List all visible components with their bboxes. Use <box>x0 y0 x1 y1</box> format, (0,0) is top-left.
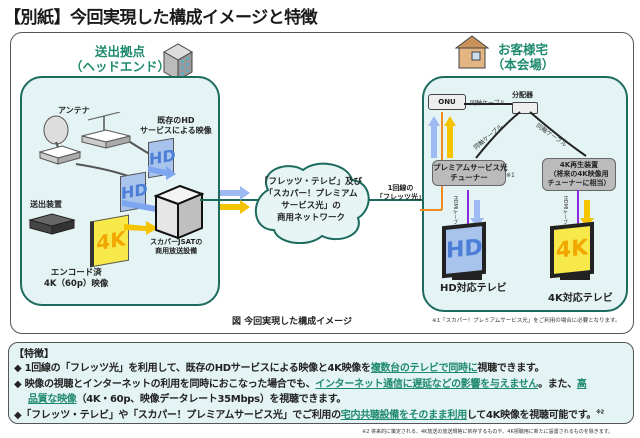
4k-tv-stand <box>560 274 590 280</box>
feature-2: ◆ 映像の視聴とインターネットの利用を同時におこなった場合でも、インターネット通… <box>14 375 587 390</box>
features-box <box>8 342 634 424</box>
footnote-1: ※1「スカパー！プレミアムサービス光」をご利用の場合に必要となります。 <box>432 318 621 324</box>
feature-2-highlight-3: 品質な映像 <box>28 394 77 405</box>
features-heading: 【特徴】 <box>14 349 54 360</box>
hd-flow-arrows <box>122 166 176 216</box>
figure-caption: 図 今回実現した構成イメージ <box>232 317 352 327</box>
4k-tv: 4K <box>550 221 594 279</box>
premium-tuner: プレミアムサービス光 チューナー <box>432 160 508 186</box>
hd-arrow-icon <box>148 166 176 180</box>
sender-label: 送出装置 <box>30 200 62 209</box>
feature-3-text-end: して4K映像を視聴可能です。 <box>466 410 597 421</box>
fletscable-label: 1回線の 「フレッツ光」 <box>376 184 425 202</box>
hd-arrow-icon <box>428 116 440 158</box>
cloud-line2: 「スカパー！プレミアム <box>264 189 358 199</box>
diagram-frame <box>10 32 634 334</box>
feature-1-text: ◆ 1回線の「フレッツ光」を利用して、既存のHDサービスによる映像と4K映像を <box>14 363 371 374</box>
jsat-label-line2: 商用放送設備 <box>155 247 198 255</box>
premium-tuner-line2: チューナー <box>450 173 488 182</box>
home-title: お客様宅 （本会場） <box>488 42 558 72</box>
onu-device: ONU <box>428 94 466 110</box>
hdmi-label-1: HDMIケーブル <box>452 196 458 230</box>
feature-1: ◆ 1回線の「フレッツ光」を利用して、既存のHDサービスによる映像と4K映像を複… <box>14 359 545 374</box>
network-cloud-label: 「フレッツ・テレビ」及び 「スカパー！プレミアム サービス光」の 商用ネットワー… <box>254 176 368 224</box>
note-mark-2: ※2 <box>596 409 604 416</box>
4k-arrow-icon <box>580 200 594 228</box>
uhf-antenna-icon <box>81 112 131 149</box>
cloud-line1: 「フレッツ・テレビ」及び <box>259 177 362 187</box>
jsat-label-line1: スカパーJSATの <box>150 238 203 246</box>
hd-tv: HD <box>442 221 486 279</box>
antenna-label: アンテナ <box>58 106 90 115</box>
coax-cable <box>529 111 587 157</box>
feature-3: ◆「フレッツ・テレビ」や「スカパー！プレミアムサービス光」でご利用の宅内共聴設備… <box>14 406 604 421</box>
premium-tuner-line1: プレミアムサービス光 <box>433 163 508 172</box>
home-wiring <box>420 103 587 211</box>
hd-arrow-icon <box>470 200 484 228</box>
home-title-line2: （本会場） <box>491 57 555 72</box>
feature-3-text: ◆「フレッツ・テレビ」や「スカパー！プレミアムサービス光」でご利用の <box>14 410 341 421</box>
feature-2-highlight: インターネット通信に遅延などの影響を与えません <box>315 379 539 390</box>
hd-source-label-line1: 既存のHD <box>157 116 195 125</box>
headend-title-line2: （ヘッドエンド） <box>70 59 171 74</box>
splitter-device <box>512 102 538 114</box>
hd-source-label-line2: サービスによる映像 <box>140 126 212 135</box>
coax-cable <box>475 111 521 159</box>
feature-2-highlight-2: 高 <box>576 379 587 390</box>
4k-player-line3: チューナーに相当） <box>547 179 611 187</box>
cloud-line3: サービス光」の <box>281 201 341 211</box>
4k-player-line2: （将来の4K映像用 <box>549 170 609 178</box>
feature-1-highlight: 複数台のテレビで同時に <box>370 363 478 374</box>
encoded-4k-label-line1: エンコード済 <box>50 268 102 278</box>
4k-player-line1: 4K再生装置 <box>559 161 599 169</box>
hd-arrow-icon <box>220 186 250 200</box>
headend-title: 送出拠点 （ヘッドエンド） <box>70 44 170 74</box>
cloud-line4: 商用ネットワーク <box>276 213 345 223</box>
building-icon <box>162 43 194 81</box>
line-label-line2: 「フレッツ光」 <box>376 193 425 201</box>
jsat-server-icon <box>154 184 204 240</box>
satellite-dish-icon <box>38 115 82 165</box>
line-label-line1: 1回線の <box>387 184 414 192</box>
hd-source-label: 既存のHD サービスによる映像 <box>140 116 212 136</box>
antennas-illustration <box>38 112 167 185</box>
feature-1-text-end: 視聴できます。 <box>477 363 545 374</box>
encoded-4k-label: エンコード済 4K（60p）映像 <box>44 268 108 290</box>
hd-tv-stand <box>452 274 482 280</box>
4k-arrow-icon <box>220 200 250 214</box>
home-title-line1: お客様宅 <box>497 42 548 57</box>
feature-2-text-mid: 。また、 <box>538 379 577 390</box>
4k-tv-label: 4K対応テレビ <box>548 293 613 304</box>
4k-arrow-icon <box>444 116 456 158</box>
coax-label-1: 同軸ケーブル <box>470 100 506 107</box>
feature-3-highlight: 宅内共聴設備をそのまま利用 <box>340 410 467 421</box>
feature-2-text: ◆ 映像の視聴とインターネットの利用を同時におこなった場合でも、 <box>14 379 316 390</box>
hd-arrow-icon <box>122 200 166 216</box>
page-title: 【別紙】今回実現した構成イメージと特徴 <box>4 8 318 28</box>
house-icon <box>454 35 490 69</box>
encoded-4k-label-line2: 4K（60p）映像 <box>44 279 109 289</box>
4k-arrow-icon <box>124 221 158 235</box>
hd-tv-label: HD対応テレビ <box>440 283 507 294</box>
network-cloud-icon <box>254 162 370 244</box>
note-mark-1: ※1 <box>506 172 515 179</box>
sender-device-icon <box>28 213 76 235</box>
hdmi-cables <box>467 190 594 232</box>
splitter-label: 分配器 <box>512 91 533 99</box>
hdmi-label-2: HDMIケーブル <box>562 196 568 230</box>
jsat-label: スカパーJSATの 商用放送設備 <box>150 238 202 256</box>
headend-title-line1: 送出拠点 <box>94 44 145 59</box>
feature-2-cont: 品質な映像（4K・60p、映像データレート35Mbps）を視聴できます。 <box>28 390 346 405</box>
footnote-2: ※2 将来的に策定される、4K放送の放送規格に依存するものや、4K視聴用に新たに… <box>362 429 614 435</box>
feature-2-text-end: （4K・60p、映像データレート35Mbps）を視聴できます。 <box>76 394 347 405</box>
